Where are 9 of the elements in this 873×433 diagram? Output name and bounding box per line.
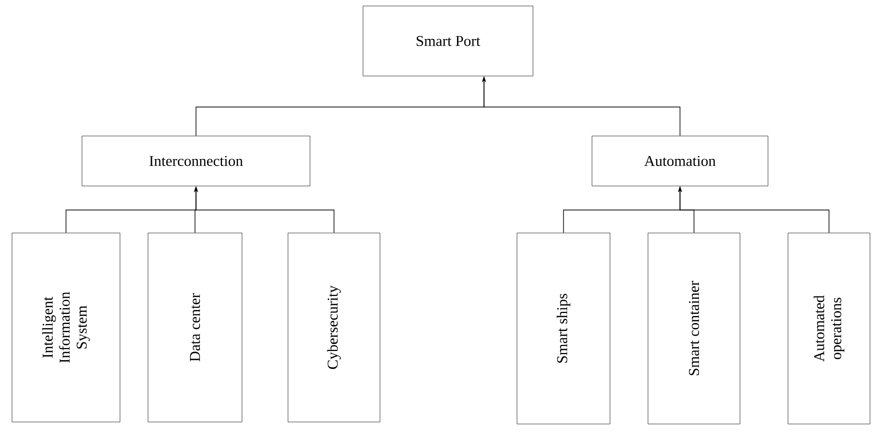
concept-box: Smart container bbox=[648, 232, 740, 424]
category-box: Smart Port bbox=[362, 6, 534, 76]
category-box: Automation bbox=[592, 136, 768, 186]
concept-box: Automated operations bbox=[788, 232, 870, 424]
concept-box: Data center bbox=[148, 232, 242, 422]
category-box: Interconnection bbox=[82, 136, 310, 186]
concept-box: Smart ships bbox=[516, 232, 610, 424]
concept-box: Cybersecurity bbox=[288, 232, 380, 422]
concept-box: Intelligent Information System bbox=[12, 232, 120, 422]
